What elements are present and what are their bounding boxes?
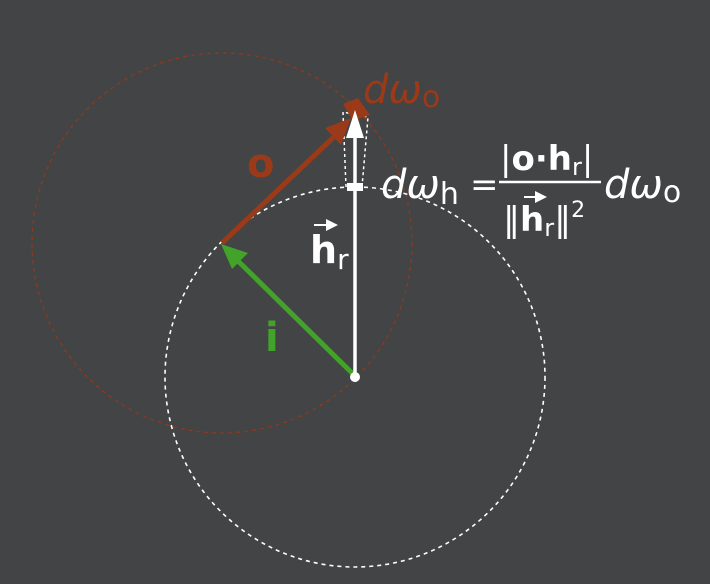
label-i: i — [265, 315, 279, 361]
half-vector-solid-angle-circle — [164, 186, 546, 568]
formula: dωh = |o·hr| ‖hr‖2 dωo — [381, 139, 681, 242]
solid-angle-cone — [342, 111, 369, 188]
vector-h-arrowhead — [346, 110, 364, 138]
formula-rhs: dωo — [604, 162, 681, 210]
formula-numerator: |o·hr| — [500, 139, 593, 181]
vector-o-arrowhead — [325, 118, 351, 145]
label-o: o — [247, 141, 274, 187]
formula-denominator: ‖hr‖2 — [503, 198, 585, 242]
vector-o — [220, 132, 339, 245]
origin-point — [350, 372, 360, 382]
vector-i — [234, 257, 355, 376]
vector-i-arrowhead — [221, 244, 248, 269]
d-omega-o-patch — [343, 98, 370, 121]
label-h-r: hr — [310, 228, 349, 276]
label-d-omega-o-top: dωo — [363, 67, 440, 115]
formula-equals: = — [470, 165, 499, 205]
outgoing-solid-angle-circle — [31, 52, 413, 434]
formula-lhs: dωh — [381, 162, 459, 212]
